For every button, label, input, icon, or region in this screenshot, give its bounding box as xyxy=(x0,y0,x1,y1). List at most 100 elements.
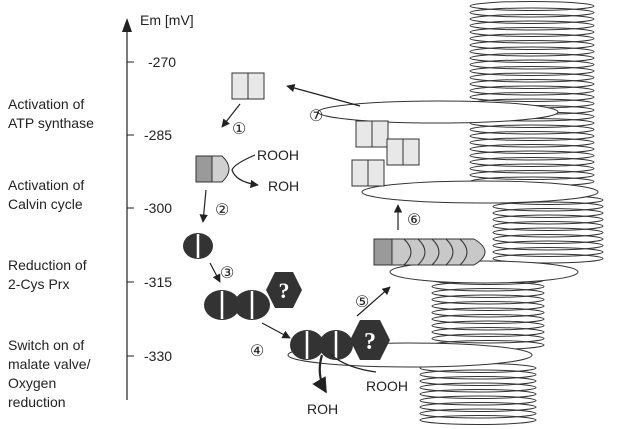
axis-arrow-icon xyxy=(122,18,132,32)
process-label: Activation of xyxy=(8,177,84,193)
process-label: malate valve/ xyxy=(8,356,91,372)
step-marker: ⑦ xyxy=(309,108,323,125)
process-labels: Activation of ATP synthase Activation of… xyxy=(8,96,94,410)
thylakoid-disc xyxy=(469,72,595,83)
thylakoid-disc xyxy=(419,376,537,386)
tick-label: -330 xyxy=(144,348,172,364)
membrane-prx-complex xyxy=(290,330,353,360)
arrow-step-1 xyxy=(221,103,241,128)
thylakoid-disc xyxy=(469,20,595,31)
thylakoid-disc xyxy=(431,307,545,318)
roh-release-arrow xyxy=(312,354,327,394)
oxidized-prx-cluster xyxy=(351,120,420,187)
thylakoid-disc xyxy=(431,301,545,311)
arrow-step-7 xyxy=(286,83,361,107)
rooh-label: ROOH xyxy=(257,147,299,163)
thylakoid-disc xyxy=(419,402,537,412)
thylakoid-disc xyxy=(431,294,545,305)
thylakoid-disc xyxy=(469,79,595,89)
arrow-step-5 xyxy=(356,286,391,317)
thylakoid-disc xyxy=(469,59,595,70)
thylakoid-disc xyxy=(492,221,604,231)
oxidized-prx-dimer xyxy=(231,72,265,100)
tick-label: -270 xyxy=(148,54,176,70)
process-label: ATP synthase xyxy=(8,115,94,131)
thylakoid-disc xyxy=(492,214,604,225)
thylakoid-disc xyxy=(492,240,604,251)
thylakoid-disc xyxy=(469,33,595,44)
roh-label: ROH xyxy=(307,401,338,417)
process-label: Activation of xyxy=(8,96,84,112)
thylakoid-disc xyxy=(431,327,545,337)
thylakoid-disc xyxy=(469,1,595,11)
tick-label: -300 xyxy=(144,200,172,216)
thylakoid-disc xyxy=(492,253,604,264)
thylakoid-disc xyxy=(419,382,537,393)
reduced-prx-dimer xyxy=(195,155,230,183)
step-marker: ① xyxy=(232,121,246,138)
step-marker: ⑤ xyxy=(355,294,369,311)
rooh-label: ROOH xyxy=(366,378,408,394)
thylakoid-disc xyxy=(469,40,595,50)
thylakoid-disc xyxy=(469,170,595,180)
arrow-step-4 xyxy=(261,322,291,339)
process-label: Calvin cycle xyxy=(8,196,83,212)
thylakoid-disc xyxy=(469,27,595,37)
step-marker: ④ xyxy=(250,343,264,360)
roh-label: ROH xyxy=(268,178,299,194)
tick-label: -285 xyxy=(144,127,172,143)
axis-title: Em [mV] xyxy=(140,12,194,28)
unknown-partner-icon: ? xyxy=(350,320,390,360)
thylakoid-disc xyxy=(492,227,604,238)
thylakoid-disc xyxy=(469,85,595,96)
thylakoid-disc xyxy=(469,124,595,135)
thylakoid-disc xyxy=(469,144,595,154)
thylakoid-disc xyxy=(492,247,604,257)
arrow-step-3 xyxy=(209,262,221,283)
thylakoid-disc xyxy=(469,163,595,174)
unknown-symbol: ? xyxy=(279,278,290,303)
stroma-lamellae xyxy=(287,100,599,368)
step-marker: ③ xyxy=(220,265,234,282)
thylakoid-disc xyxy=(419,369,537,380)
thylakoid-disc xyxy=(419,408,537,419)
tick-label: -315 xyxy=(144,274,172,290)
arrow-step-2 xyxy=(199,189,208,223)
prx-decamer-chain xyxy=(373,238,486,266)
process-label: 2-Cys Prx xyxy=(8,276,69,292)
step-marker: ⑥ xyxy=(407,212,421,229)
thylakoid-disc xyxy=(469,46,595,57)
thylakoid-disc xyxy=(419,415,537,425)
process-label: Switch on of xyxy=(8,337,84,353)
thylakoid-disc xyxy=(492,201,604,212)
thylakoid-disc xyxy=(469,66,595,76)
thylakoid-disc xyxy=(469,14,595,24)
thylakoid-disc xyxy=(469,137,595,148)
thylakoid-disc xyxy=(469,157,595,167)
thylakoid-disc xyxy=(469,53,595,63)
thylakoid-disc xyxy=(469,131,595,141)
thylakoid-disc xyxy=(469,150,595,161)
thylakoid-disc xyxy=(469,92,595,102)
thylakoid-disc xyxy=(419,395,537,406)
thylakoid-stack-lower xyxy=(431,275,545,350)
thylakoid-disc xyxy=(469,7,595,18)
process-label: Reduction of xyxy=(8,257,87,273)
thylakoid-disc xyxy=(492,234,604,244)
potential-axis: Em [mV] -270 -285 -300 -315 -330 xyxy=(122,12,194,400)
process-label: Oxygen xyxy=(8,375,56,391)
thylakoid-stack-upper xyxy=(469,1,595,187)
unknown-symbol: ? xyxy=(364,329,376,355)
thylakoid-disc xyxy=(431,288,545,298)
step-marker: ② xyxy=(215,202,229,219)
thylakoid-disc xyxy=(431,314,545,324)
prx-monomer xyxy=(183,233,213,259)
thylakoid-disc xyxy=(431,320,545,331)
rooh-binding-line xyxy=(329,353,377,373)
thylakoid-stack-middle xyxy=(492,195,604,264)
rooh-reduction-arrow xyxy=(231,154,259,189)
thylakoid-disc xyxy=(419,389,537,399)
thylakoid-stack-bottom xyxy=(419,363,537,425)
process-label: reduction xyxy=(8,394,66,410)
